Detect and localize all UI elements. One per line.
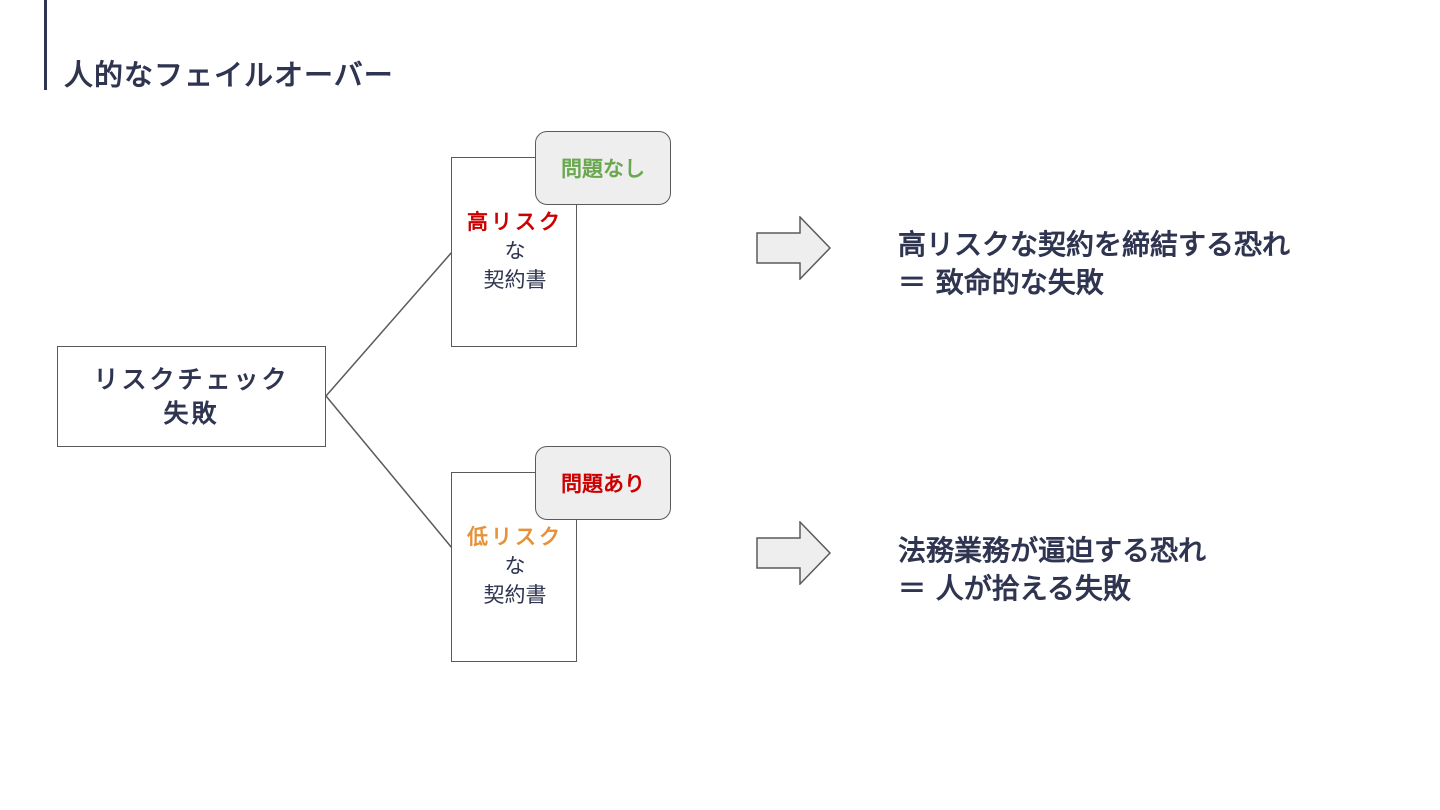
low-risk-document-text: 低リスク な 契約書 [452, 523, 578, 610]
high-risk-document-text: 高リスク な 契約書 [452, 208, 578, 295]
high-risk-document-label: 契約書 [483, 268, 547, 292]
high-risk-label: 高リスク [467, 210, 563, 234]
low-risk-conclusion-line1: 法務業務が逼迫する恐れ [898, 534, 1207, 567]
risk-check-failure-box: リスクチェック 失敗 [57, 346, 326, 447]
no-problem-tag: 問題なし [535, 131, 671, 205]
connector-to-low-risk [325, 395, 453, 549]
source-label-line2: 失敗 [163, 398, 220, 428]
title-accent-bar [44, 0, 47, 90]
high-risk-conclusion-line1: 高リスクな契約を締結する恐れ [898, 228, 1291, 261]
low-risk-connector-word: な [504, 554, 526, 578]
high-risk-document-box: 高リスク な 契約書 [451, 157, 577, 347]
high-risk-connector-word: な [504, 239, 526, 263]
low-risk-document-label: 契約書 [483, 583, 547, 607]
connector-to-high-risk [325, 251, 453, 397]
low-risk-label: 低リスク [467, 525, 563, 549]
right-arrow-icon [756, 216, 832, 280]
low-risk-conclusion: 法務業務が逼迫する恐れ ＝ 人が拾える失敗 [898, 532, 1206, 608]
low-risk-conclusion-line2: ＝ 人が拾える失敗 [898, 572, 1131, 605]
source-label-line1: リスクチェック [93, 364, 290, 394]
high-risk-conclusion: 高リスクな契約を締結する恐れ ＝ 致命的な失敗 [898, 226, 1290, 302]
problem-found-tag: 問題あり [535, 446, 671, 520]
high-risk-conclusion-line2: ＝ 致命的な失敗 [898, 266, 1104, 299]
page-title: 人的なフェイルオーバー [64, 58, 394, 92]
right-arrow-icon [756, 521, 832, 585]
